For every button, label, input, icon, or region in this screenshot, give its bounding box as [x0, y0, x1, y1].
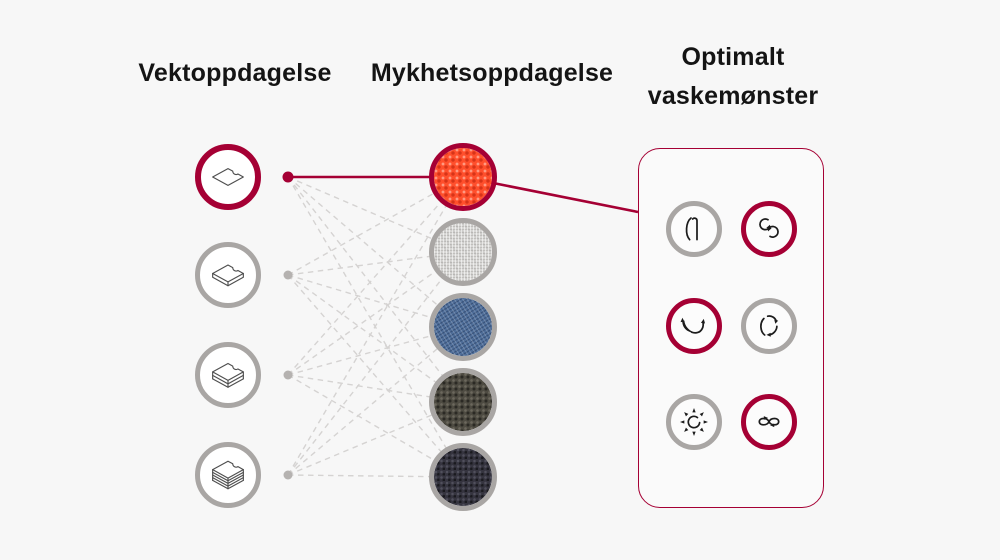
column-header-optimal-wash-pattern: Optimalt vaskemønster — [613, 38, 853, 116]
optimal-wash-pattern-panel — [638, 148, 824, 508]
fabric-node-orange-knit — [429, 143, 497, 211]
connection-line-dashed — [287, 176, 464, 376]
tumble-motion-icon — [685, 217, 698, 241]
weight-node-double-stack — [195, 342, 261, 408]
wash-pattern-stepping — [741, 298, 797, 354]
rolling-motion-icon — [759, 218, 779, 238]
wash-pattern-swing — [666, 298, 722, 354]
connection-line-dashed — [287, 374, 464, 478]
connector-dot — [282, 171, 294, 183]
connector-dot — [283, 270, 293, 280]
fabric-node-light-gray-linen — [429, 218, 497, 286]
weight-node-thin-stack — [195, 242, 261, 308]
wash-pattern-tumble — [666, 201, 722, 257]
wash-pattern-filtration — [741, 394, 797, 450]
fabric-double-stack-icon — [212, 362, 244, 388]
column-header-softness-detection: Mykhetsoppdagelse — [370, 59, 614, 87]
connection-line-dashed — [287, 251, 464, 476]
column-header-weight-detection: Vektoppdagelse — [138, 59, 332, 87]
fabric-single-sheet-icon — [212, 167, 244, 187]
filtration-motion-icon — [758, 416, 780, 428]
connection-line-dashed — [287, 176, 464, 403]
weight-node-single-sheet — [195, 144, 261, 210]
connection-line-dashed — [287, 274, 464, 403]
column-header-optimal-line2: vaskemønster — [647, 82, 819, 110]
fabric-node-blue-denim — [429, 293, 497, 361]
connection-line-dashed — [287, 176, 464, 476]
wash-pattern-scrubbing — [666, 394, 722, 450]
fabric-node-dark-olive-weave — [429, 368, 497, 436]
swing-motion-icon — [680, 317, 706, 334]
fabric-thick-stack-icon — [212, 460, 244, 490]
stepping-motion-icon — [760, 315, 779, 337]
column-header-optimal-line1: Optimalt — [681, 43, 785, 71]
connector-dot — [283, 370, 293, 380]
connection-line-dashed — [287, 274, 464, 478]
weight-node-thick-stack — [195, 442, 261, 508]
fabric-node-dark-navy-knit — [429, 443, 497, 511]
scrubbing-motion-icon — [680, 408, 708, 436]
connector-dot — [283, 470, 293, 480]
connection-line-dashed — [287, 401, 464, 476]
connection-line-dashed — [287, 176, 464, 276]
connection-line-dashed — [287, 176, 464, 328]
connection-line-dashed — [287, 176, 464, 253]
fabric-thin-stack-icon — [212, 264, 244, 287]
wash-pattern-rolling — [741, 201, 797, 257]
connection-line-dashed — [287, 326, 464, 476]
